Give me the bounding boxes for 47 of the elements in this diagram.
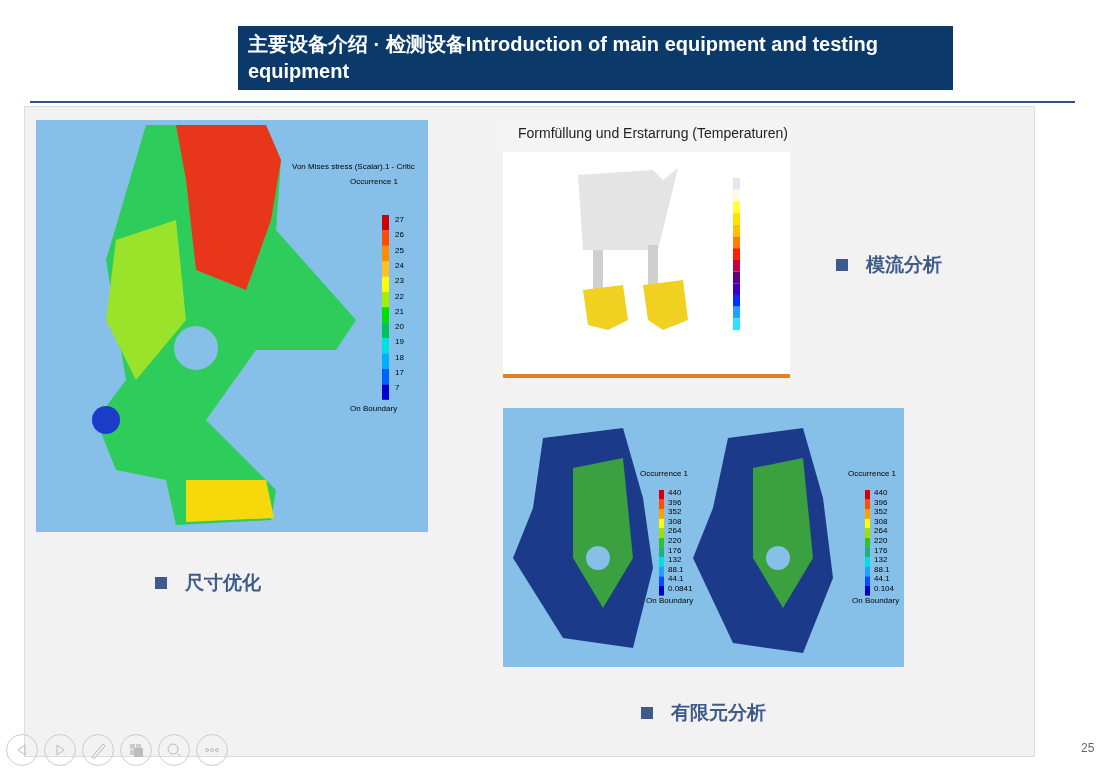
scale-value: 440 — [668, 489, 682, 498]
scale-value: 352 — [874, 508, 888, 517]
scale-value: 264 — [874, 527, 888, 537]
boundary-label: On Boundary — [350, 405, 398, 414]
scale-value: 24 — [395, 261, 404, 271]
scale-value: 132 — [874, 556, 888, 565]
scale-value: 176 — [874, 546, 888, 556]
scale-value: 396 — [874, 498, 888, 508]
scale-value: 17 — [395, 369, 404, 378]
scale-value: 88.1 — [668, 565, 684, 575]
caption-text: 模流分析 — [866, 252, 942, 277]
scale-value: 396 — [668, 498, 682, 508]
scale-value: 26 — [395, 231, 404, 241]
scale-value: 88.1 — [874, 565, 890, 575]
occurrence-label: Occurrence 1 — [350, 178, 399, 187]
scale-value: 132 — [668, 556, 682, 565]
scale-value: 21 — [395, 307, 404, 317]
image-heading: Formfüllung und Erstarrung (Temperaturen) — [518, 126, 788, 142]
scale-value: 352 — [668, 508, 682, 517]
scale-value: 22 — [395, 292, 404, 302]
caption-text: 尺寸优化 — [185, 570, 261, 595]
scale-value: 440 — [874, 489, 888, 498]
occurrence-label: Occurrence 1 — [640, 470, 689, 479]
scale-value: 0.0841 — [668, 585, 693, 594]
scale-value: 44.1 — [668, 575, 684, 585]
scale-value: 44.1 — [874, 575, 890, 585]
stress-title: Von Mises stress (Scalar).1 - Critic — [292, 163, 415, 172]
caption-text: 有限元分析 — [671, 700, 766, 725]
occurrence-label: Occurrence 1 — [848, 470, 897, 479]
scale-value: 0.104 — [874, 585, 895, 594]
scale-value: 27 — [395, 216, 404, 225]
scale-value: 18 — [395, 353, 404, 363]
scale-value: 20 — [395, 323, 404, 332]
scale-value: 308 — [874, 517, 888, 527]
title-banner: 主要设备介绍 · 检测设备Introduction of main equipment and testing equipment — [238, 26, 953, 90]
scale-value: 264 — [668, 527, 682, 537]
scale-value: 19 — [395, 338, 404, 348]
page-number: 25 — [1081, 742, 1095, 756]
boundary-label: On Boundary — [646, 597, 694, 606]
scale-value: 7 — [395, 384, 400, 394]
scale-value: 176 — [668, 546, 682, 556]
scale-value: 25 — [395, 246, 404, 256]
scale-value: 308 — [668, 517, 682, 527]
boundary-label: On Boundary — [852, 597, 900, 606]
scale-value: 23 — [395, 277, 404, 286]
scale-value: 220 — [874, 537, 888, 546]
scale-value: 220 — [668, 537, 682, 546]
